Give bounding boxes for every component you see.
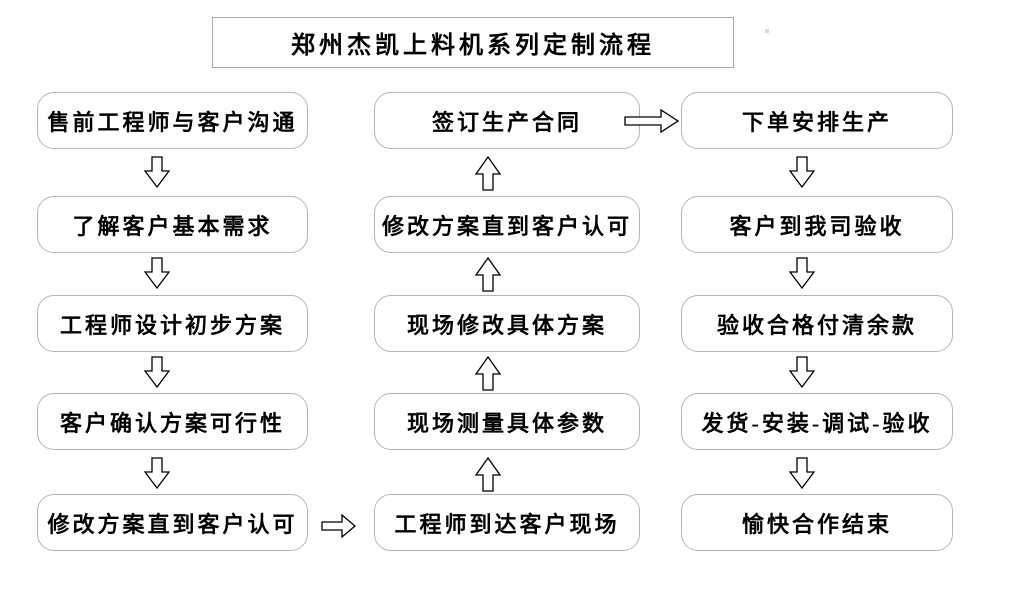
down-arrow-icon [789, 457, 815, 489]
step-onsite-measure-parameters: 现场测量具体参数 [374, 393, 640, 450]
down-arrow-icon [144, 156, 170, 188]
step-presale-confirm-feasibility: 客户确认方案可行性 [37, 393, 308, 450]
step-production-customer-inspection: 客户到我司验收 [681, 196, 953, 253]
step-presale-revise-plan: 修改方案直到客户认可 [37, 494, 308, 551]
down-arrow-icon [144, 257, 170, 289]
stray-dot [765, 29, 769, 33]
step-production-cooperation-end: 愉快合作结束 [681, 494, 953, 551]
down-arrow-icon [144, 457, 170, 489]
up-arrow-icon [475, 355, 501, 391]
step-production-ship-install: 发货-安装-调试-验收 [681, 393, 953, 450]
right-arrow-icon [624, 108, 680, 134]
right-arrow-icon [321, 513, 357, 539]
down-arrow-icon [789, 156, 815, 188]
up-arrow-icon [475, 155, 501, 191]
step-production-pay-balance: 验收合格付清余款 [681, 295, 953, 352]
down-arrow-icon [789, 356, 815, 388]
down-arrow-icon [144, 356, 170, 388]
flowchart-title-box: 郑州杰凯上料机系列定制流程 [212, 17, 734, 68]
step-onsite-engineer-arrives: 工程师到达客户现场 [374, 494, 640, 551]
step-presale-communicate: 售前工程师与客户沟通 [37, 92, 308, 149]
down-arrow-icon [789, 257, 815, 289]
up-arrow-icon [475, 456, 501, 492]
step-onsite-modify-plan: 现场修改具体方案 [374, 295, 640, 352]
step-onsite-sign-contract: 签订生产合同 [374, 92, 640, 149]
step-onsite-revise-until-approved: 修改方案直到客户认可 [374, 196, 640, 253]
up-arrow-icon [475, 256, 501, 292]
flowchart-title: 郑州杰凯上料机系列定制流程 [291, 33, 655, 59]
step-production-place-order: 下单安排生产 [681, 92, 953, 149]
step-presale-design-plan: 工程师设计初步方案 [37, 295, 308, 352]
step-presale-understand-needs: 了解客户基本需求 [37, 196, 308, 253]
